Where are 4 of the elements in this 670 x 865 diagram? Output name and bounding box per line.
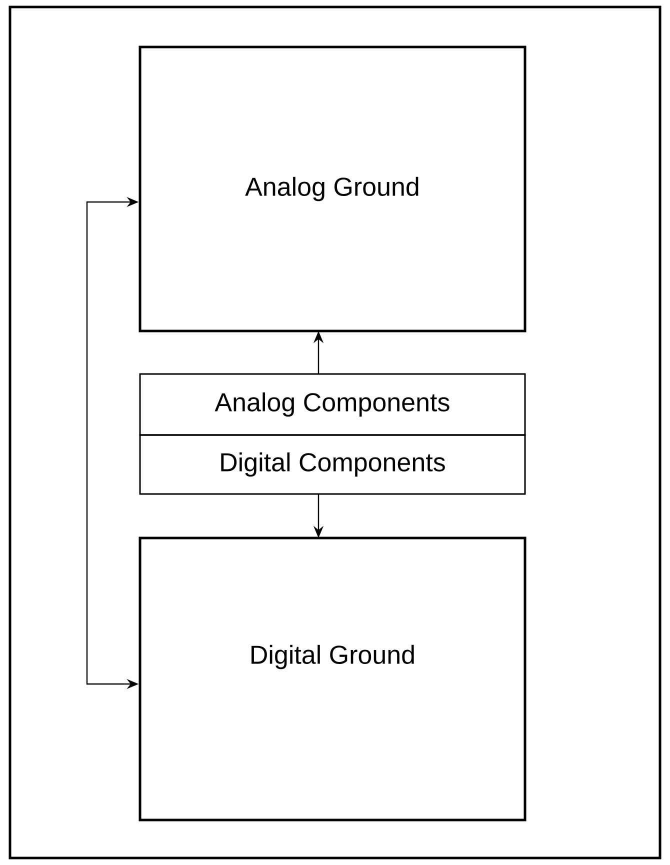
component-box: Analog Components xyxy=(139,373,526,436)
component-box: Digital Components xyxy=(139,434,526,495)
ground-box: Analog Ground xyxy=(138,46,526,332)
ground-box: Digital Ground xyxy=(138,536,526,822)
